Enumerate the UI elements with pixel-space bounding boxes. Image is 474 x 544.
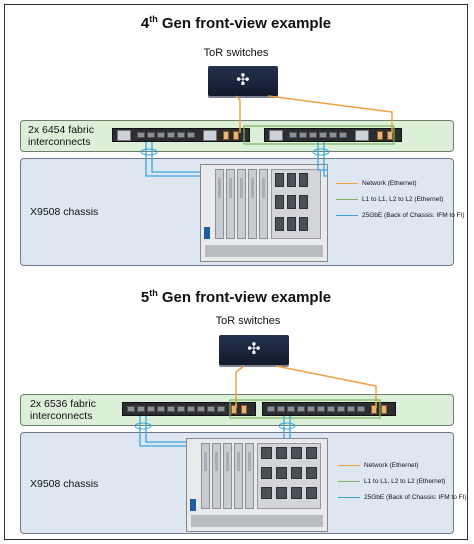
gen4-25gbe-link-d — [323, 142, 328, 177]
network-switch-icon: ✣ — [247, 341, 261, 358]
gen4-legend-network: Network (Ethernet) — [336, 180, 417, 187]
gen4-fabric-interconnect-b — [264, 128, 402, 142]
gen5-x9508-chassis — [186, 438, 328, 532]
blade-tag-icon — [190, 499, 196, 511]
gen5-cable-bundle-a — [134, 422, 152, 430]
gen5-network-link-a — [235, 365, 245, 408]
gen5-tor-switch: ✣ — [219, 335, 289, 365]
gen4-network-link-b — [267, 95, 393, 133]
gen4-25gbe-link-c — [317, 142, 328, 171]
gen4-cable-bundle-b — [312, 148, 330, 156]
gen5-25gbe-link-a — [139, 416, 186, 447]
gen5-l1l2-link — [229, 399, 381, 419]
gen5-fabric-interconnect-b — [262, 402, 396, 416]
gen4-25gbe-link-b — [151, 142, 200, 173]
figure-frame — [4, 4, 468, 540]
gen4-legend-l1l2: L1 to L1, L2 to L2 (Ethernet) — [336, 196, 443, 203]
gen5-legend-25gbe: 25GbE (Back of Chassis: IFM to FI) — [338, 494, 467, 501]
gen5-chassis-label: X9508 chassis — [30, 478, 99, 490]
network-switch-icon: ✣ — [236, 72, 250, 89]
blade-tag-icon — [204, 227, 210, 239]
gen4-title: 4th Gen front-view example — [140, 14, 332, 32]
gen4-cable-bundle-a — [140, 148, 158, 156]
gen4-tor-switch: ✣ — [208, 66, 278, 96]
gen5-25gbe-link-b — [145, 416, 186, 443]
gen4-chassis-label: X9508 chassis — [30, 206, 99, 218]
gen5-fabric-interconnect-a — [122, 402, 256, 416]
gen5-title: 5th Gen front-view example — [140, 288, 332, 306]
gen5-legend-l1l2: L1 to L1, L2 to L2 (Ethernet) — [338, 478, 445, 485]
gen4-network-link-a — [235, 95, 241, 133]
gen4-tor-label: ToR switches — [203, 47, 269, 59]
gen4-legend-25gbe: 25GbE (Back of Chassis: IFM to FI) — [336, 212, 465, 219]
gen5-network-link-b — [275, 365, 377, 408]
gen4-l1l2-link — [243, 125, 395, 145]
gen5-legend-network: Network (Ethernet) — [338, 462, 419, 469]
gen4-x9508-chassis — [200, 164, 328, 262]
gen4-25gbe-link-a — [145, 142, 200, 177]
gen4-fabric-interconnect-a — [112, 128, 250, 142]
gen5-tor-label: ToR switches — [215, 315, 281, 327]
gen5-cable-bundle-b — [278, 422, 296, 430]
